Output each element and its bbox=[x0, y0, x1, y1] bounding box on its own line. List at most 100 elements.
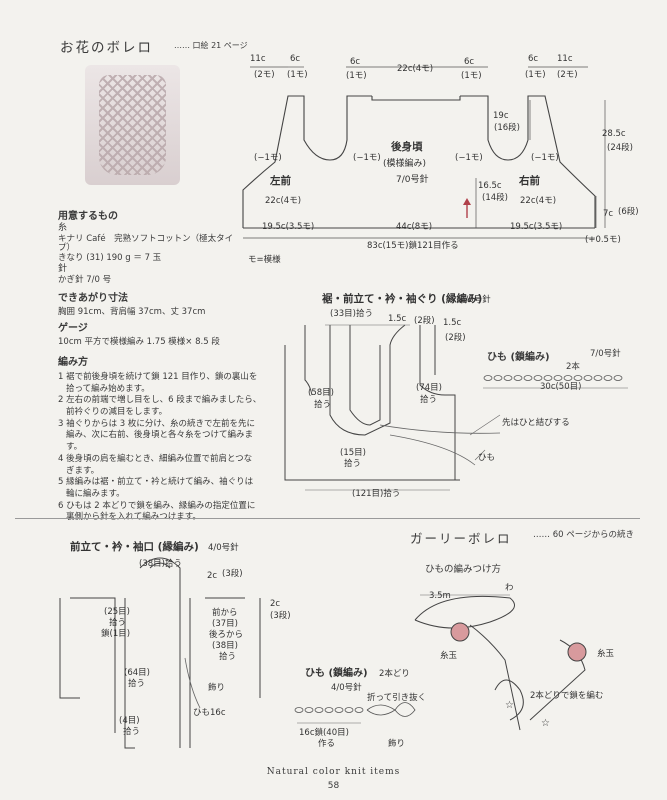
materials-heading: 用意するもの bbox=[58, 211, 118, 222]
band-deco: 飾り bbox=[208, 682, 225, 693]
method-line: 裏側から針を入れて編みつけます。 bbox=[58, 512, 263, 524]
edging-1-5a: 1.5c bbox=[388, 314, 407, 324]
page-title: お花のボレロ bbox=[60, 40, 153, 56]
size-value: 胸囲 91cm、背肩幅 37cm、丈 37cm bbox=[58, 307, 206, 317]
back-pattern-label: (模様編み) bbox=[383, 157, 426, 169]
edging-schematic: 裾・前立て・衿・袖ぐり (縁編み) 7/0号針 (33目)拾う 1.5c (2段… bbox=[284, 292, 570, 499]
cord2-count: 2本どり bbox=[379, 668, 410, 679]
edging-74: (74目) bbox=[416, 383, 442, 393]
dim-83-total: 83c(15モ)鎖121目作る bbox=[367, 240, 459, 251]
gary-title: ガーリーボレロ bbox=[410, 531, 512, 546]
divider bbox=[15, 518, 640, 519]
method-line: 拾って編み始めます。 bbox=[66, 383, 150, 394]
cord2-diagram: ひも (鎖編み) 2本どり 4/0号針 折って引き抜く 16c鎖(40目) 作る… bbox=[294, 666, 426, 749]
band-4: (4目) bbox=[119, 716, 140, 726]
book-title: Natural color knit items bbox=[266, 767, 401, 777]
band-25: (25目) bbox=[104, 607, 130, 617]
band-2b-m: (3段) bbox=[270, 610, 291, 621]
dec-4: (−1モ) bbox=[531, 153, 559, 163]
dim-6a-m: (1モ) bbox=[346, 71, 367, 81]
dim-11-left: 11c bbox=[250, 54, 266, 64]
dim-11-right: 11c bbox=[557, 54, 573, 64]
attach-double-note: 2本どりで鎖を編む bbox=[530, 690, 603, 701]
method-line: 1 裾で前後身頃を続けて鎖 121 目作り、鎖の裏山を bbox=[58, 371, 258, 382]
yarn-ball-1: 糸玉 bbox=[440, 650, 458, 661]
dim-22-top: 22c(4モ) bbox=[397, 64, 433, 74]
edging-33: (33目)拾う bbox=[330, 308, 373, 319]
gauge-heading: ゲージ bbox=[58, 323, 88, 334]
size-heading: できあがり寸法 bbox=[58, 293, 128, 304]
size-block: できあがり寸法 胸囲 91cm、背肩幅 37cm、丈 37cm bbox=[58, 292, 248, 318]
dec-3: (−1モ) bbox=[455, 153, 483, 163]
band-needle: 4/0号針 bbox=[208, 542, 239, 553]
dim-19-5-left: 19.5c(3.5モ) bbox=[262, 222, 314, 232]
cord1-title: ひも (鎖編み) bbox=[487, 352, 550, 363]
cord2-make: 作る bbox=[318, 738, 335, 749]
page-reference: …… 口絵 21 ページ bbox=[174, 41, 248, 50]
back-body-label: 後身頃 bbox=[390, 140, 423, 153]
edging-121: (121目)拾う bbox=[352, 488, 400, 499]
method-line: 輪に編みます。 bbox=[66, 488, 125, 499]
edging-15: (15目) bbox=[340, 448, 366, 458]
dim-19-m: (16段) bbox=[494, 122, 520, 133]
gary-continued: …… 60 ページからの続き bbox=[533, 530, 635, 540]
cord1-count: 2本 bbox=[566, 362, 580, 372]
method-line: 編み、次に右前、後身頃と各々糸をつけて編みます。 bbox=[66, 430, 254, 453]
band-title: 前立て・衿・袖口 (縁編み) bbox=[70, 540, 199, 553]
yarn-text: キナリ Café 完熟ソフトコットン（極太タイプ） bbox=[58, 233, 234, 254]
band-2a-m: (3段) bbox=[222, 568, 243, 579]
back-needle-label: 7/0号針 bbox=[396, 173, 429, 185]
dim-6-left: 6c bbox=[290, 54, 300, 64]
dim-22-right: 22c(4モ) bbox=[520, 196, 556, 206]
body-schematic: 11c (2モ) 6c (1モ) 6c (1モ) 22c(4モ) 6c (1モ)… bbox=[242, 54, 639, 265]
cord1-length: 30c(50目) bbox=[540, 382, 582, 392]
band-38b: (38目) bbox=[212, 641, 238, 651]
band-himo16: ひも16c bbox=[193, 708, 226, 718]
dim-11-left-m: (2モ) bbox=[254, 70, 275, 80]
dim-28-5-m: (24段) bbox=[607, 142, 633, 153]
edging-15-pick: 拾う bbox=[344, 458, 361, 469]
legend-mo: モ=模様 bbox=[248, 254, 281, 265]
dim-16-5: 16.5c bbox=[478, 181, 502, 191]
dim-7-m: (6段) bbox=[618, 206, 639, 217]
band-back-from: 後ろから bbox=[209, 629, 243, 640]
bolero-photo bbox=[85, 65, 180, 185]
front-band-schematic: 前立て・衿・袖口 (縁編み) 4/0号針 (38目)拾う 2c (3段) 2c … bbox=[59, 540, 291, 749]
dim-44: 44c(8モ) bbox=[396, 222, 432, 232]
band-64: (64目) bbox=[124, 668, 150, 678]
cord2-deco: 飾り bbox=[388, 738, 405, 749]
band-38: (38目)拾う bbox=[139, 558, 182, 569]
dim-6-right-m: (1モ) bbox=[525, 70, 546, 80]
dim-19: 19c bbox=[493, 111, 509, 121]
dim-6-left-m: (1モ) bbox=[287, 70, 308, 80]
dim-6a: 6c bbox=[350, 57, 360, 67]
band-chain-1: 鎖(1目) bbox=[101, 628, 130, 639]
edging-1-5b-m: (2段) bbox=[445, 332, 466, 343]
edging-1-5b: 1.5c bbox=[443, 318, 462, 328]
dec-2: (−1モ) bbox=[353, 153, 381, 163]
yarn-ball-2: 糸玉 bbox=[597, 648, 615, 659]
svg-text:☆: ☆ bbox=[541, 718, 550, 729]
needle-text: かぎ針 7/0 号 bbox=[58, 274, 112, 285]
dim-11-right-m: (2モ) bbox=[557, 70, 578, 80]
method-heading: 編み方 bbox=[58, 357, 88, 368]
needle-label: 針 bbox=[58, 263, 68, 274]
cord2-title: ひも (鎖編み) bbox=[305, 666, 368, 679]
edging-58-pick: 拾う bbox=[314, 399, 331, 410]
method-line: 2 左右の前端で増し目をし、6 段まで編みましたら、 bbox=[58, 395, 262, 406]
band-64-pick: 拾う bbox=[128, 678, 145, 689]
band-2a: 2c bbox=[207, 571, 217, 581]
band-38c-pick: 拾う bbox=[219, 651, 236, 662]
right-front-label: 右前 bbox=[518, 174, 540, 187]
gauge-block: ゲージ 10cm 平方で模様編み 1.75 模様× 8.5 段 bbox=[58, 322, 258, 348]
yarn-label: 糸 bbox=[58, 223, 68, 233]
gauge-value: 10cm 平方で模様編み 1.75 模様× 8.5 段 bbox=[58, 337, 220, 347]
dim-19-5-right: 19.5c(3.5モ) bbox=[510, 222, 562, 232]
dim-6b: 6c bbox=[464, 57, 474, 67]
method-line: 6 ひもは 2 本どりで鎖を編み、縁編みの指定位置に bbox=[58, 500, 256, 511]
dim-22-left: 22c(4モ) bbox=[265, 196, 301, 206]
dim-6b-m: (1モ) bbox=[461, 71, 482, 81]
edging-58: (58目) bbox=[308, 388, 334, 398]
method-line: 3 袖ぐりからは 3 枚に分け、糸の続きで左前を先に bbox=[58, 418, 255, 429]
dim-16-5-m: (14段) bbox=[482, 192, 508, 203]
